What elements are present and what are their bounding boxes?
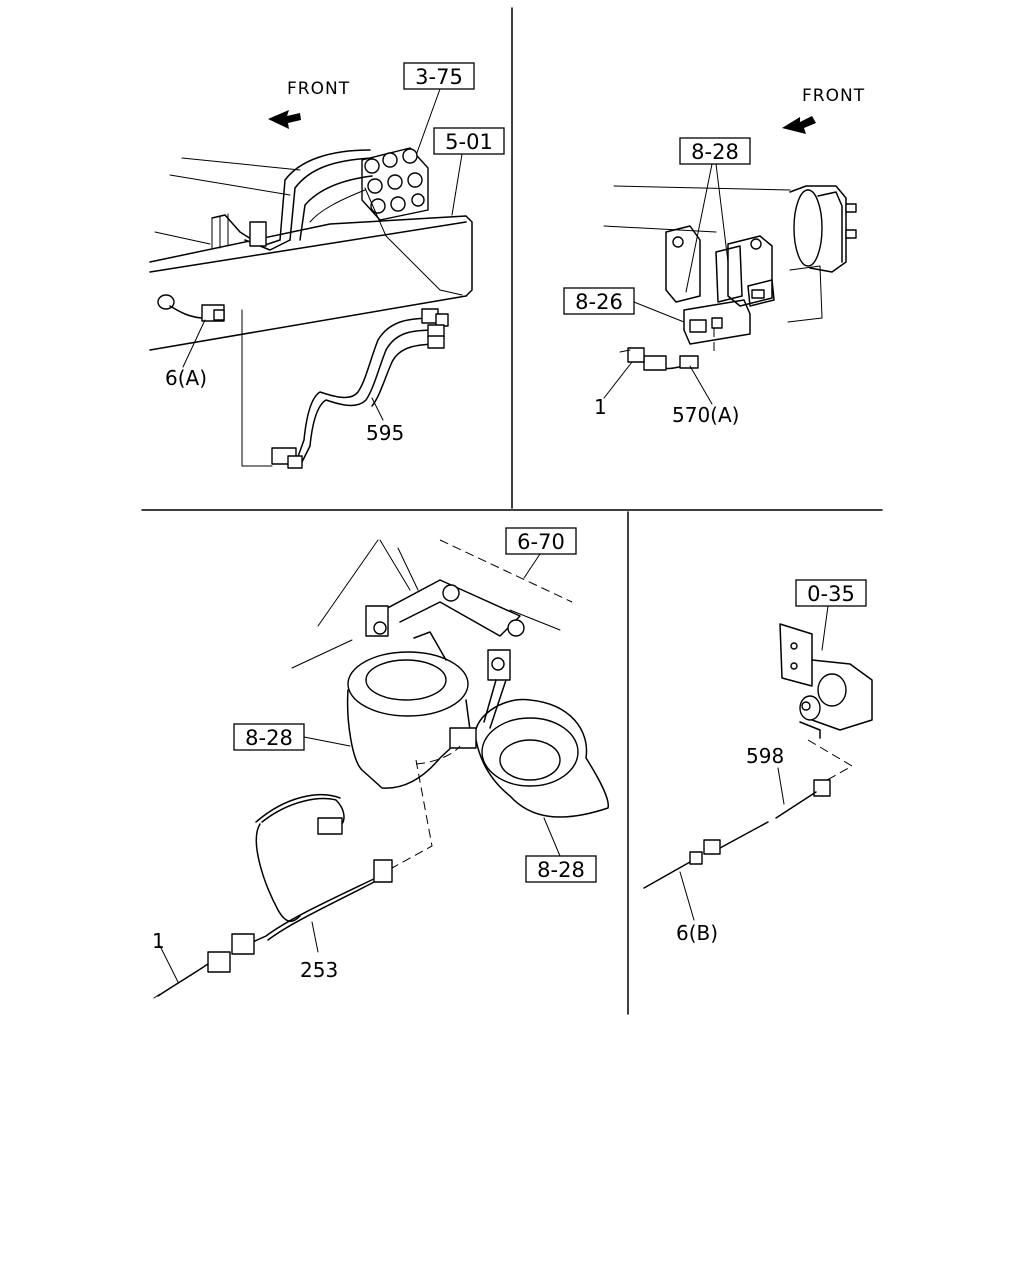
part-label-253[interactable]: 253 bbox=[300, 958, 338, 982]
horn-right bbox=[449, 649, 609, 818]
front-label-top-left: FRONT bbox=[287, 79, 350, 99]
cross-member bbox=[291, 539, 573, 669]
ref-box-3-75[interactable]: 3-75 bbox=[403, 62, 475, 90]
svg-text:0-35: 0-35 bbox=[807, 582, 855, 606]
front-label-top-right: FRONT bbox=[802, 86, 865, 106]
svg-text:8-28: 8-28 bbox=[691, 140, 739, 164]
panel-dividers bbox=[141, 7, 883, 1015]
svg-text:8-26: 8-26 bbox=[575, 290, 623, 314]
horn-left bbox=[346, 605, 471, 789]
harness-6a bbox=[157, 294, 225, 322]
harness-595 bbox=[271, 308, 449, 469]
svg-text:8-28: 8-28 bbox=[537, 858, 585, 882]
part-label-1-top[interactable]: 1 bbox=[594, 395, 607, 419]
harness-253 bbox=[153, 745, 461, 999]
frame-rail bbox=[149, 157, 473, 351]
switch-bracket bbox=[779, 623, 873, 739]
harness-598 bbox=[643, 739, 854, 889]
ref-box-6-70[interactable]: 6-70 bbox=[505, 527, 577, 555]
part-label-1-bottom[interactable]: 1 bbox=[152, 929, 165, 953]
svg-text:6-70: 6-70 bbox=[517, 530, 565, 554]
svg-text:8-28: 8-28 bbox=[245, 726, 293, 750]
ref-box-0-35[interactable]: 0-35 bbox=[795, 579, 867, 607]
panel-top-left: FRONT 3-75 5-01 bbox=[149, 62, 505, 469]
panel-bottom-right: 0-35 598 6(B) bbox=[643, 579, 873, 945]
valve-block bbox=[361, 147, 429, 221]
ref-box-8-28-left[interactable]: 8-28 bbox=[233, 723, 305, 751]
part-label-6a[interactable]: 6(A) bbox=[165, 366, 207, 390]
ref-box-8-26[interactable]: 8-26 bbox=[563, 287, 635, 315]
panel-top-right: FRONT 8-28 8-26 bbox=[563, 86, 865, 427]
horn-assembly-top bbox=[603, 185, 857, 345]
panel-bottom-left: 6-70 bbox=[152, 527, 609, 999]
part-label-570a[interactable]: 570(A) bbox=[672, 403, 739, 427]
front-arrow-icon bbox=[782, 116, 816, 134]
ref-box-5-01[interactable]: 5-01 bbox=[433, 127, 505, 155]
part-label-595[interactable]: 595 bbox=[366, 421, 404, 445]
ref-box-8-28-top[interactable]: 8-28 bbox=[679, 137, 751, 165]
front-arrow-icon bbox=[268, 110, 301, 129]
part-label-598[interactable]: 598 bbox=[746, 744, 784, 768]
svg-text:3-75: 3-75 bbox=[415, 65, 463, 89]
ref-box-8-28-right[interactable]: 8-28 bbox=[525, 855, 597, 883]
brake-pipes bbox=[211, 149, 373, 251]
svg-text:5-01: 5-01 bbox=[445, 130, 493, 154]
part-label-6b[interactable]: 6(B) bbox=[676, 921, 718, 945]
harness-570a bbox=[619, 328, 715, 371]
